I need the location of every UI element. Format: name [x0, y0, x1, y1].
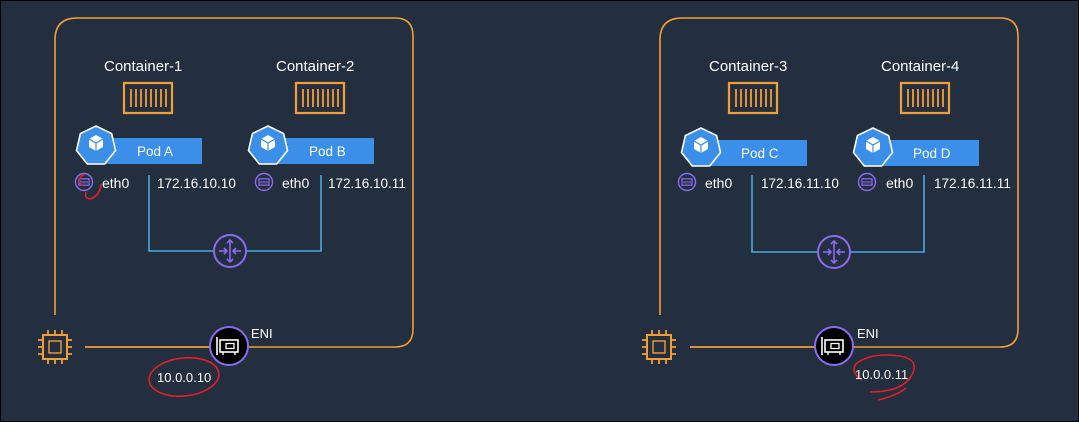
pod-label: Pod D [913, 146, 951, 161]
network-interface-icon [254, 172, 274, 192]
pod-label: Pod C [741, 146, 779, 161]
router-icon [213, 234, 247, 268]
kubernetes-pod-icon [247, 125, 289, 165]
node-1-border-left [54, 17, 78, 315]
eni-label: ENI [857, 326, 879, 341]
pod-label: Pod A [137, 144, 174, 159]
network-interface-icon [857, 172, 877, 192]
container-label: Container-2 [276, 58, 355, 75]
container-label: Container-1 [104, 58, 183, 75]
eni-label: ENI [251, 326, 273, 341]
pod-b-bar [272, 138, 374, 164]
node-2 [641, 17, 1019, 401]
container-icon [727, 81, 779, 115]
ec2-instance-chip-icon [641, 329, 677, 365]
annotation-mark [78, 173, 102, 200]
node-1-border [77, 17, 414, 348]
container-icon [899, 81, 951, 115]
network-interface-icon [74, 172, 94, 192]
container-label: Container-4 [881, 58, 960, 75]
node-2-border-left [659, 17, 683, 315]
eni-ip: 10.0.0.11 [855, 367, 909, 382]
kubernetes-pod-icon [852, 127, 894, 167]
ec2-instance-chip-icon [37, 329, 73, 365]
container-icon [294, 81, 346, 115]
annotation-circle [148, 356, 220, 398]
node-2-border [682, 17, 1019, 348]
eth-label: eth0 [282, 175, 310, 191]
eth-label: eth0 [705, 175, 733, 191]
pod-ip: 172.16.11.11 [934, 176, 1011, 191]
eni-icon [209, 326, 249, 366]
eni-ip: 10.0.0.10 [157, 370, 212, 385]
router-icon [817, 235, 851, 269]
eth-label: eth0 [102, 175, 130, 191]
annotation-circle [853, 354, 916, 401]
eni-icon [814, 326, 854, 366]
pod-label: Pod B [309, 144, 346, 159]
pod-c-bar [705, 140, 807, 166]
eth-label: eth0 [886, 175, 914, 191]
container-label: Container-3 [709, 58, 788, 75]
node-1 [37, 17, 414, 398]
pod-ip: 172.16.10.11 [328, 176, 406, 191]
kubernetes-pod-icon [75, 125, 117, 165]
pod-d-bar [877, 140, 979, 166]
network-interface-icon [677, 172, 697, 192]
pod-a-bar [100, 138, 202, 164]
pod-ip: 172.16.11.10 [761, 176, 839, 191]
kubernetes-pod-icon [680, 127, 722, 167]
pod-ip: 172.16.10.10 [157, 176, 236, 191]
container-icon [122, 81, 174, 115]
